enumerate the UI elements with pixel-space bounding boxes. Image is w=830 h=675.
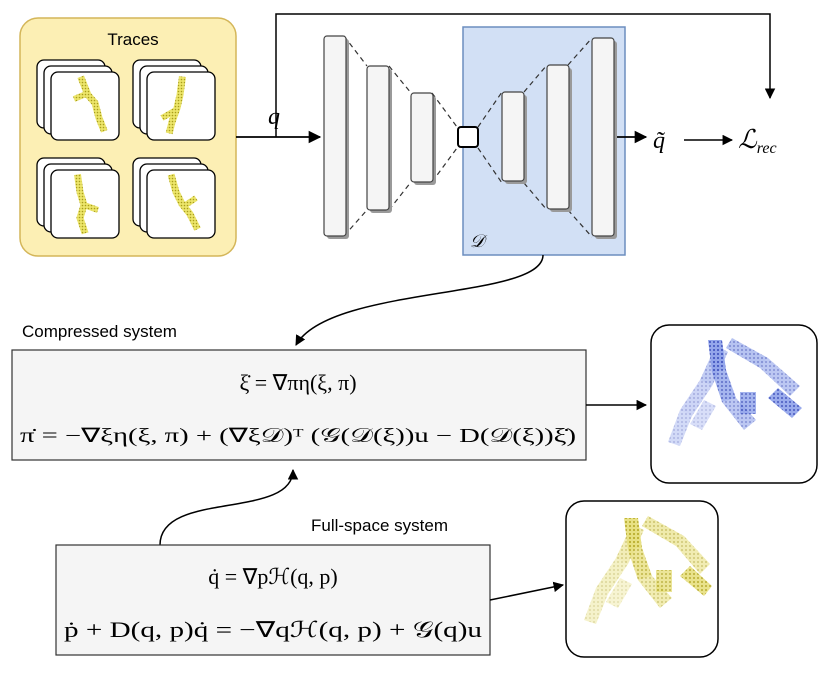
robot-yellow-icon [584, 516, 712, 624]
robot-blue-icon [668, 338, 802, 446]
q-tilde-label: q̃ [653, 128, 665, 154]
trace-stack-3 [36, 157, 120, 239]
fullspace-eq1: q̇ = ∇pℋ(q, p) [208, 564, 338, 589]
traces-title: Traces [107, 30, 158, 49]
decoder-layer-2 [546, 64, 570, 210]
decoder-to-compressed-arrow [295, 254, 544, 346]
q-label: q [268, 104, 280, 130]
encoder-layer-3 [410, 92, 434, 183]
encoder-layer-2 [366, 65, 390, 211]
encoder-layers [323, 35, 436, 239]
trace-stack-2 [132, 59, 216, 141]
compressed-eq2: π̇ = −∇ξη(ξ, π) + (∇ξ𝒟)ᵀ (𝒢(𝒟(ξ))u − D(𝒟… [20, 425, 576, 447]
robot-trace-icon [167, 173, 201, 231]
skip-arrow [275, 13, 776, 137]
loss-label: ℒrec [738, 125, 777, 157]
loss-subscript: rec [757, 140, 777, 157]
fullspace-eq2: ṗ + D(q, p)q̇ = −∇qℋ(q, p) + 𝒢(q)u [64, 617, 482, 642]
fullspace-to-compressed-arrow [159, 468, 299, 546]
trace-stack-4 [132, 157, 216, 239]
decoder-label: 𝒟 [470, 231, 488, 251]
compressed-eq1: ξ̇ = ∇πη(ξ, π) [239, 370, 356, 395]
compressed-eq-box [11, 349, 587, 461]
decoder-layer-1 [501, 91, 525, 182]
robot-blue-panel [650, 324, 818, 484]
encoder-layer-1 [323, 35, 347, 237]
traces-panel: Traces [19, 17, 237, 257]
decoder-layer-3 [591, 37, 615, 237]
robot-trace-icon [77, 75, 108, 133]
trace-stack-1 [36, 59, 120, 141]
robot-yellow-panel [565, 500, 719, 658]
fullspace-title: Full-space system [311, 516, 448, 535]
encoder-connectors [343, 35, 593, 238]
fullspace-eq-box [55, 544, 491, 656]
robot-trace-icon [165, 76, 186, 135]
fullspace-to-robot-arrow [489, 581, 565, 601]
latent-node [457, 126, 479, 148]
loss-symbol: ℒ [738, 125, 758, 154]
compressed-title: Compressed system [22, 322, 177, 341]
decoder-layers [501, 37, 617, 239]
